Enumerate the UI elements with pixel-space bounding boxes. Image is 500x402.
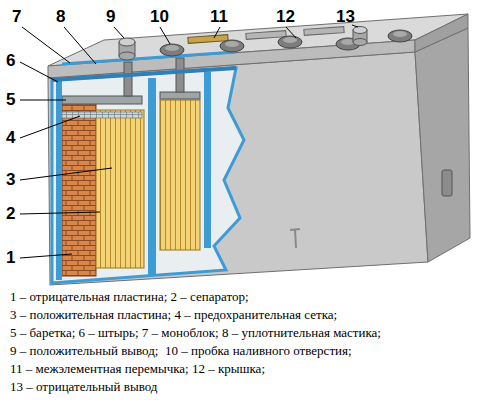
callout-number: 2 xyxy=(6,205,15,222)
cutaway-interior xyxy=(124,62,132,96)
caption-line: 13 – отрицательный вывод xyxy=(10,379,157,394)
callout-number: 3 xyxy=(6,171,15,188)
cutaway-interior xyxy=(62,104,96,276)
callout-number: 8 xyxy=(56,8,65,25)
cutaway-interior xyxy=(160,92,200,99)
callout-number: 13 xyxy=(336,8,355,25)
cutaway-interior xyxy=(148,78,156,276)
cutaway-interior xyxy=(52,68,244,283)
cutaway-interior xyxy=(62,112,142,118)
battery-lid xyxy=(415,14,468,52)
battery-top-parts xyxy=(62,27,412,65)
leader-lines xyxy=(20,254,72,258)
callout-number: 4 xyxy=(6,129,15,146)
leader-lines xyxy=(286,27,296,38)
battery-top-parts xyxy=(304,27,344,36)
cutaway-interior xyxy=(204,72,211,248)
battery-case xyxy=(48,28,470,285)
callout-number: 5 xyxy=(6,91,15,108)
cutaway-interior xyxy=(52,58,244,283)
terminals xyxy=(119,27,367,61)
leader-lines xyxy=(64,27,96,64)
leader-lines xyxy=(20,100,66,101)
leader-lines xyxy=(214,27,220,38)
battery-case xyxy=(415,28,470,262)
battery-top-parts xyxy=(62,52,235,64)
filler-caps xyxy=(165,45,179,51)
leader-lines xyxy=(20,212,100,214)
cutaway-interior xyxy=(62,96,142,104)
callout-number: 9 xyxy=(106,8,115,25)
filler-caps xyxy=(388,30,412,42)
filler-caps xyxy=(393,31,407,37)
leader-lines xyxy=(20,62,58,82)
filler-caps xyxy=(160,30,412,56)
callout-number: 12 xyxy=(276,8,295,25)
callout-number: 10 xyxy=(150,8,169,25)
caption-line: 5 – баретка; 6 – штырь; 7 – моноблок; 8 … xyxy=(10,325,381,340)
terminals xyxy=(353,27,367,34)
caption-line: 9 – положительный вывод; 10 – пробка нал… xyxy=(10,343,352,358)
cutaway-interior xyxy=(176,58,184,92)
callout-number: 11 xyxy=(210,8,228,25)
leader-lines xyxy=(160,27,170,44)
leader-lines xyxy=(352,25,358,27)
cutaway-interior xyxy=(96,110,144,268)
callout-number: 6 xyxy=(6,52,15,69)
cutaway-interior xyxy=(160,100,200,250)
terminals xyxy=(353,39,367,46)
leader-lines xyxy=(20,168,112,180)
caption-line: 3 – положительная пластина; 4 – предохра… xyxy=(10,307,337,322)
filler-caps xyxy=(283,37,297,43)
leader-lines xyxy=(114,27,124,38)
terminals xyxy=(119,52,135,60)
battery-case xyxy=(442,170,452,196)
battery-case xyxy=(290,229,300,248)
caption-line: 11 – межэлементная перемычка; 12 – крышк… xyxy=(10,361,265,376)
caption-line: 1 – отрицательная пластина; 2 – сепарато… xyxy=(10,289,249,304)
filler-caps xyxy=(278,36,302,48)
leader-lines xyxy=(20,25,358,258)
callout-number: 1 xyxy=(6,249,15,266)
leader-lines xyxy=(22,27,70,63)
cutaway-interior xyxy=(56,78,62,280)
leader-lines xyxy=(20,116,80,138)
filler-caps xyxy=(220,40,244,52)
terminals xyxy=(119,38,135,46)
filler-caps xyxy=(225,41,239,47)
filler-caps xyxy=(160,44,184,56)
callout-number: 7 xyxy=(12,8,21,25)
cutaway-interior xyxy=(52,68,236,80)
